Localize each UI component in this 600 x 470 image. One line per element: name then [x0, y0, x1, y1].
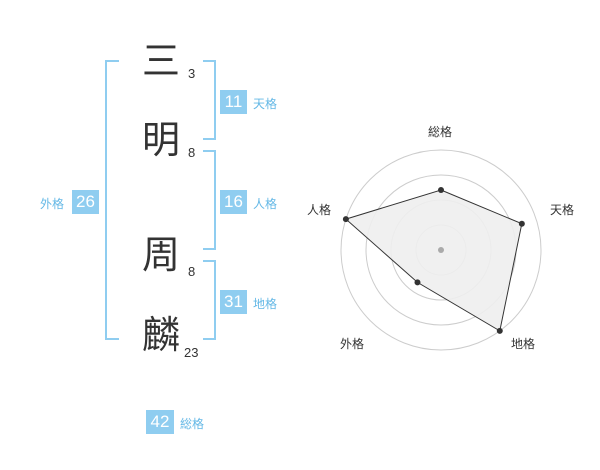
soukaku-value: 42	[146, 410, 174, 434]
radar-label-soukaku: 総格	[428, 125, 453, 139]
chikaku-bracket	[203, 260, 216, 340]
tenkaku-bracket	[203, 60, 216, 140]
radar-label-jinkaku: 人格	[307, 203, 332, 217]
radar-point	[342, 216, 349, 223]
gaikaku-value: 26	[72, 190, 99, 214]
jinkaku-bracket	[203, 150, 216, 250]
stroke-count-2: 8	[188, 145, 196, 160]
radar-label-tenkaku: 天格	[550, 203, 575, 217]
radar-ring	[340, 149, 542, 351]
name-char-2: 明	[142, 118, 181, 162]
radar-points	[342, 187, 525, 334]
radar-point	[438, 187, 444, 193]
soukaku-label: 総格	[180, 417, 205, 431]
radar-point	[414, 279, 421, 286]
stroke-count-1: 3	[188, 66, 196, 81]
name-char-3: 周	[142, 233, 181, 277]
name-char-1: 三	[142, 39, 181, 83]
chikaku-value: 31	[220, 290, 247, 314]
radar-label-gaikaku: 外格	[340, 337, 365, 351]
chikaku-label: 地格	[253, 297, 278, 311]
stroke-count-4: 23	[184, 345, 199, 360]
radar-label-chikaku: 地格	[511, 337, 536, 351]
gaikaku-bracket	[105, 60, 119, 340]
jinkaku-label: 人格	[253, 197, 278, 211]
radar-center-dot	[438, 247, 444, 253]
stroke-count-3: 8	[188, 264, 196, 279]
tenkaku-value: 11	[220, 90, 247, 114]
radar-area	[344, 189, 523, 332]
gaikaku-label: 外格	[40, 197, 65, 211]
radar-point	[518, 220, 525, 227]
jinkaku-value: 16	[220, 190, 247, 214]
name-char-4: 麟	[142, 313, 181, 357]
tenkaku-label: 天格	[253, 97, 278, 111]
radar-point	[496, 327, 503, 334]
